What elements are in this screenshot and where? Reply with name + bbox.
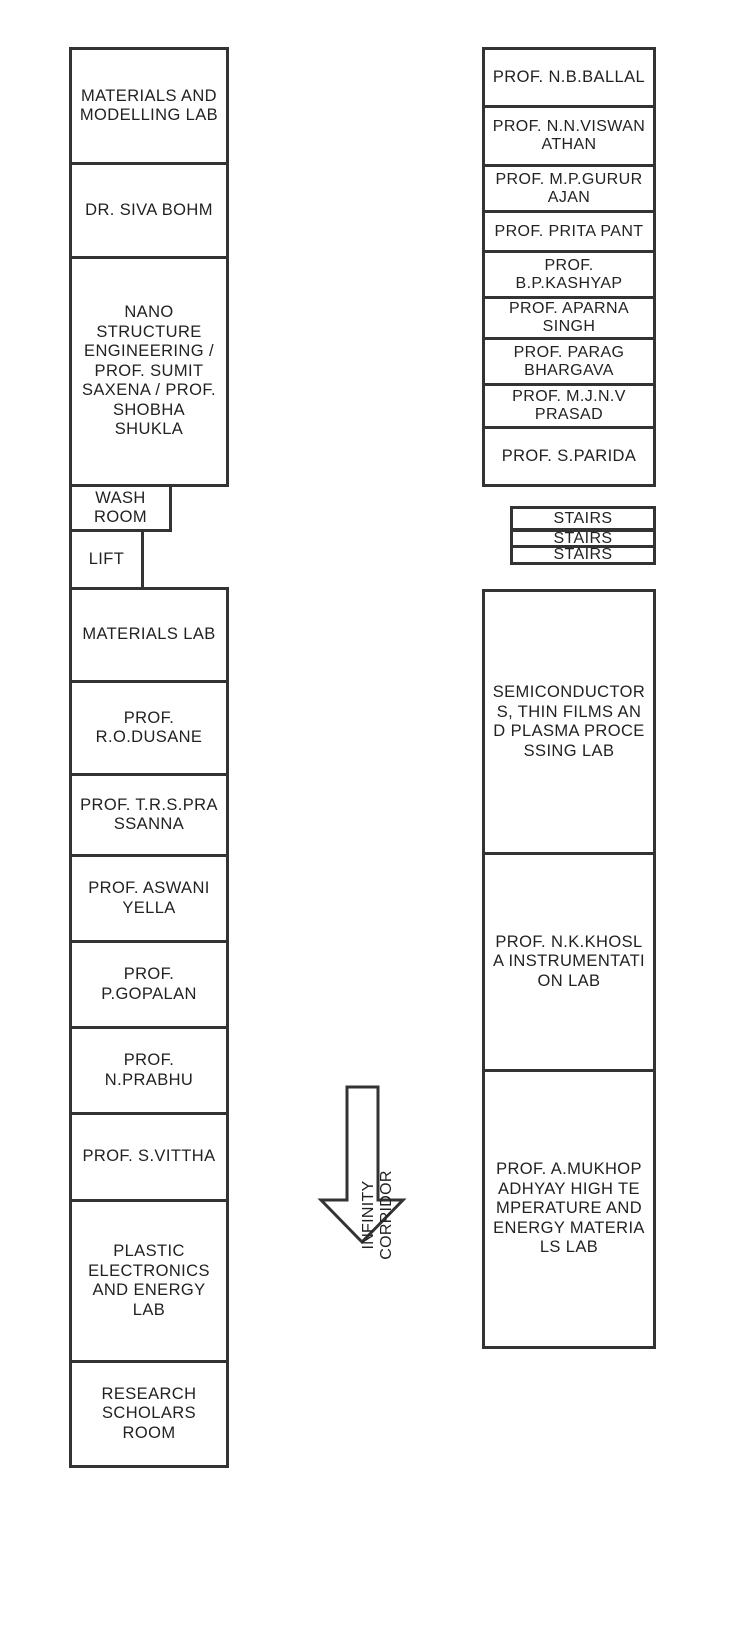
room-prof-aparna-singh: PROF. APARNA SINGH — [482, 296, 656, 340]
room-plastic-electronics-lab: PLASTIC ELECTRONICS AND ENERGY LAB — [69, 1199, 229, 1363]
room-prof-dusane: PROF. R.O.DUSANE — [69, 680, 229, 776]
room-prof-prita-pant: PROF. PRITA PANT — [482, 210, 656, 253]
room-label: NANO STRUCTURE ENGINEERING / PROF. SUMIT… — [82, 303, 216, 439]
room-prof-ballal: PROF. N.B.BALLAL — [482, 47, 656, 108]
room-research-scholars: RESEARCH SCHOLARS ROOM — [69, 1360, 229, 1468]
room-prof-kashyap: PROF. B.P.KASHYAP — [482, 250, 656, 299]
stairs-3: STAIRS — [510, 545, 656, 565]
room-label: PROF. N.K.KHOSLA INSTRUMENTATION LAB — [492, 932, 646, 990]
room-lift: LIFT — [69, 529, 144, 590]
room-semiconductors-lab: SEMICONDUCTORS, THIN FILMS AND PLASMA PR… — [482, 589, 656, 855]
room-prof-vittha: PROF. S.VITTHA — [69, 1112, 229, 1202]
room-label: PROF. N.N.VISWANATHAN — [492, 118, 646, 153]
room-label: PROF. N.PRABHU — [104, 1051, 194, 1089]
room-label: DR. SIVA BOHM — [85, 200, 213, 219]
stairs-label: STAIRS — [553, 509, 613, 527]
room-label: PROF. A.MUKHOPADHYAY HIGH TEMPERATURE AN… — [493, 1160, 645, 1257]
stairs-label: STAIRS — [553, 529, 613, 547]
room-label: PROF. M.P.GURURAJAN — [495, 170, 643, 206]
corridor-label: INFINITY CORRIDOR — [360, 1170, 395, 1260]
room-label: MATERIALS AND MODELLING LAB — [79, 86, 219, 125]
room-label: MATERIALS LAB — [82, 625, 216, 644]
stairs-label: STAIRS — [553, 546, 613, 563]
room-prof-viswanathan: PROF. N.N.VISWANATHAN — [482, 105, 656, 167]
room-label: PROF. PRITA PANT — [494, 222, 644, 240]
room-label: PROF. PARAG BHARGAVA — [513, 343, 625, 379]
room-khosla-instrumentation-lab: PROF. N.K.KHOSLA INSTRUMENTATION LAB — [482, 852, 656, 1072]
room-mukhopadhyay-lab: PROF. A.MUKHOPADHYAY HIGH TEMPERATURE AN… — [482, 1069, 656, 1349]
room-label: PROF. S.PARIDA — [501, 446, 637, 465]
room-label: PROF. S.VITTHA — [82, 1147, 216, 1166]
room-label: PROF. ASWANI YELLA — [88, 879, 210, 917]
room-materials-modelling-lab: MATERIALS AND MODELLING LAB — [69, 47, 229, 165]
room-materials-lab: MATERIALS LAB — [69, 587, 229, 683]
room-prof-prassanna: PROF. T.R.S.PRASSANNA — [69, 773, 229, 857]
room-label: PLASTIC ELECTRONICS AND ENERGY LAB — [88, 1242, 210, 1319]
room-label: LIFT — [88, 549, 125, 568]
room-label: PROF. R.O.DUSANE — [95, 708, 203, 747]
room-label: PROF. P.GOPALAN — [101, 965, 197, 1003]
room-prof-jnv-prasad: PROF. M.J.N.V PRASAD — [482, 383, 656, 429]
room-label: PROF. N.B.BALLAL — [492, 67, 646, 86]
room-prof-aswani-yella: PROF. ASWANI YELLA — [69, 854, 229, 943]
room-wash-room: WASH ROOM — [69, 484, 172, 532]
room-dr-siva-bohm: DR. SIVA BOHM — [69, 162, 229, 259]
room-label: PROF. APARNA SINGH — [508, 300, 630, 335]
room-label: RESEARCH SCHOLARS ROOM — [101, 1384, 197, 1442]
stairs-1: STAIRS — [510, 506, 656, 531]
room-label: PROF. M.J.N.V PRASAD — [512, 388, 626, 423]
room-label: PROF. T.R.S.PRASSANNA — [80, 795, 218, 834]
room-prof-parag-bhargava: PROF. PARAG BHARGAVA — [482, 337, 656, 386]
room-prof-parida: PROF. S.PARIDA — [482, 426, 656, 487]
room-label: SEMICONDUCTORS, THIN FILMS AND PLASMA PR… — [492, 683, 646, 760]
room-prof-gopalan: PROF. P.GOPALAN — [69, 940, 229, 1029]
room-nano-structure-engineering: NANO STRUCTURE ENGINEERING / PROF. SUMIT… — [69, 256, 229, 487]
room-label: PROF. B.P.KASHYAP — [515, 256, 623, 292]
room-label: WASH ROOM — [94, 488, 147, 527]
room-prof-prabhu: PROF. N.PRABHU — [69, 1026, 229, 1115]
room-prof-gururajan: PROF. M.P.GURURAJAN — [482, 164, 656, 213]
